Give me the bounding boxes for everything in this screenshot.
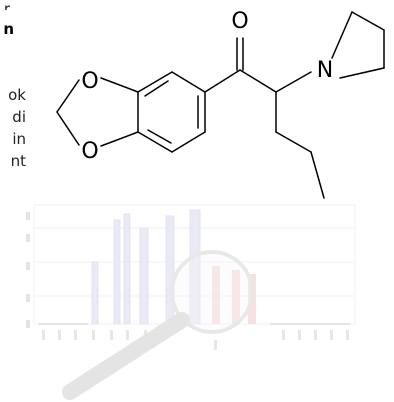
- molecule: [56, 11, 385, 199]
- benzene-ring: [137, 71, 206, 153]
- watermark-bar-5: [165, 215, 175, 325]
- watermark-bar-7: [212, 266, 220, 324]
- watermark-lens: [170, 250, 254, 334]
- clipped-line-4: nt: [10, 152, 26, 170]
- watermark-bar-3: [123, 213, 131, 325]
- watermark-x-ticks: [42, 330, 349, 350]
- watermark-bar-6: [189, 209, 201, 325]
- watermark: [26, 204, 356, 400]
- clipped-text-block: ok di in nt: [0, 86, 26, 174]
- watermark-y-ticks: [26, 212, 30, 328]
- watermark-bar-2: [113, 219, 121, 325]
- clipped-line-3: in: [12, 130, 26, 148]
- atom-labels: O N O O: [81, 9, 333, 164]
- clipped-text-bold: n: [3, 20, 14, 38]
- clipped-line-1: ok: [8, 86, 26, 104]
- clipped-line-2: di: [12, 108, 26, 126]
- watermark-handle: [62, 312, 190, 400]
- dioxole-ring: [56, 77, 139, 147]
- watermark-bar-8: [232, 270, 240, 324]
- watermark-bar-1: [91, 261, 99, 325]
- side-chain: [204, 37, 325, 199]
- clipped-text-top: r: [3, 0, 10, 10]
- atom-nitrogen: N: [317, 58, 333, 83]
- atom-oxygen-ring-bottom: O: [81, 139, 98, 164]
- pyrrolidine-ring: [331, 11, 385, 79]
- watermark-bar-4: [139, 227, 149, 325]
- atom-oxygen-carbonyl: O: [231, 9, 248, 34]
- atom-oxygen-ring-top: O: [81, 69, 98, 94]
